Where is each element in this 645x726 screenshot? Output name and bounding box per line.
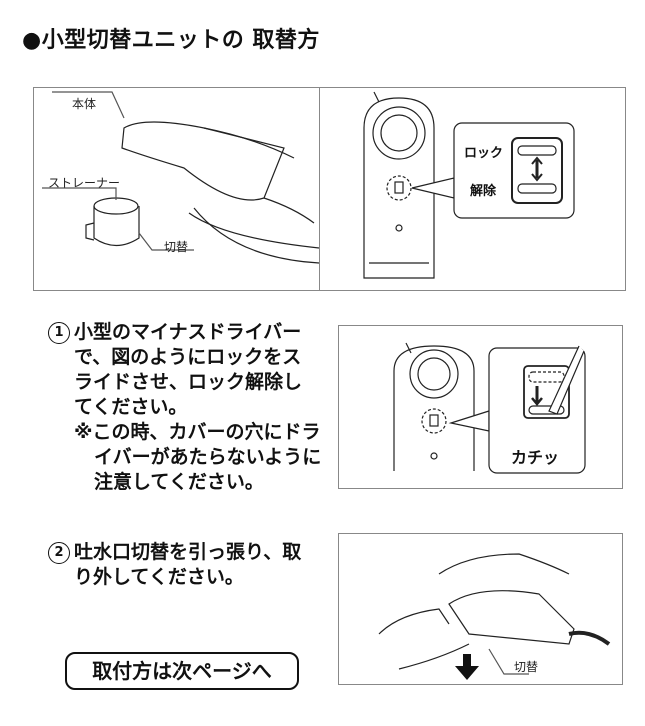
step-number: 2 (48, 542, 70, 564)
label-switch: 切替 (514, 660, 539, 674)
unlock-illustration (393, 342, 586, 474)
figure-pull-off: 切替 (338, 533, 623, 685)
label-body: 本体 (72, 97, 97, 111)
pull-off-illustration (378, 553, 611, 680)
label-lock: ロック (464, 146, 504, 161)
step-text: で、図のようにロックをス (74, 346, 302, 368)
label-strainer: ストレーナー (48, 176, 121, 190)
note-text: イバーがあたらないように (94, 446, 322, 468)
step-text: り外してください。 (74, 566, 244, 588)
note-text: 注意してください。 (94, 471, 264, 493)
note-text: ※この時、カバーの穴にドラ (74, 421, 321, 443)
step-number: 1 (48, 322, 70, 344)
next-page-callout: 取付方は次ページへ (65, 652, 299, 690)
figure-unlock: カチッ (338, 325, 623, 489)
label-release: 解除 (470, 184, 497, 199)
click-sound-text: カチッ (511, 448, 560, 467)
step-text: ライドさせ、ロック解除し (74, 371, 303, 393)
step-text: 小型のマイナスドライバー (74, 321, 302, 343)
step-text: てください。 (74, 396, 188, 418)
page-title: ●小型切替ユニットの 取替方 (22, 28, 320, 53)
panel-divider (319, 88, 320, 290)
shower-head-illustration (42, 91, 575, 279)
figure-parts-overview: 本体 ストレーナー 切替 ロック 解除 (33, 87, 626, 291)
label-switch: 切替 (164, 240, 189, 254)
step-text: 吐水口切替を引っ張り、取 (74, 541, 302, 563)
